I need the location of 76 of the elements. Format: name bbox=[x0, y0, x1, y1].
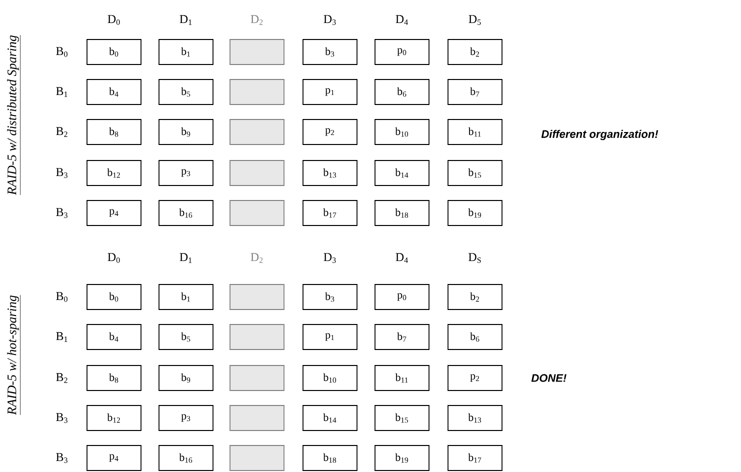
block-box: p$_{1}$ bbox=[302, 79, 358, 105]
block-box: b$_{14}$ bbox=[374, 160, 430, 186]
block-box: b$_{18}$ bbox=[374, 200, 430, 226]
block-box: b$_{16}$ bbox=[158, 445, 214, 471]
column-header: D$_{1}$ bbox=[180, 253, 192, 263]
block-box: p$_{0}$ bbox=[374, 284, 430, 310]
block-box: b$_{10}$ bbox=[374, 119, 430, 145]
column-header: D$_{5}$ bbox=[468, 15, 481, 25]
block-box: b$_{0}$ bbox=[86, 284, 142, 310]
block-box: b$_{1}$ bbox=[158, 39, 214, 65]
note: DONE! bbox=[531, 374, 566, 382]
block-box: b$_{10}$ bbox=[302, 365, 358, 391]
block-box: b$_{14}$ bbox=[302, 405, 358, 431]
block-box: b$_{9}$ bbox=[158, 119, 214, 145]
row-label: B$_{3}$ bbox=[56, 208, 68, 218]
row-label: B$_{1}$ bbox=[56, 332, 68, 342]
row-label: B$_{3}$ bbox=[56, 168, 68, 178]
block-box: b$_{8}$ bbox=[86, 119, 142, 145]
block-box: b$_{2}$ bbox=[448, 39, 502, 65]
block-box: b$_{8}$ bbox=[86, 365, 142, 391]
column-header: D$_{4}$ bbox=[396, 15, 408, 25]
block-box: b$_{2}$ bbox=[448, 284, 502, 310]
note: Different organization! bbox=[541, 130, 658, 140]
row-label: B$_{0}$ bbox=[56, 47, 68, 57]
block-box: b$_{13}$ bbox=[302, 160, 358, 186]
block-box: b$_{0}$ bbox=[86, 39, 142, 65]
column-header: D$_{S}$ bbox=[468, 253, 481, 263]
block-box: p$_{4}$ bbox=[86, 445, 142, 471]
block-box: b$_{11}$ bbox=[448, 119, 502, 145]
block-box: b$_{12}$ bbox=[86, 160, 142, 186]
block-box: p$_{3}$ bbox=[158, 405, 214, 431]
row-label: B$_{1}$ bbox=[56, 87, 68, 97]
block-box: b$_{15}$ bbox=[448, 160, 502, 186]
side-title: RAID-5 w/ hot-sparing bbox=[7, 294, 20, 416]
block-box: b$_{19}$ bbox=[448, 200, 502, 226]
column-header: D$_{4}$ bbox=[396, 253, 408, 263]
block-box: b$_{11}$ bbox=[374, 365, 430, 391]
block-box: b$_{17}$ bbox=[302, 200, 358, 226]
column-header: D$_{1}$ bbox=[180, 15, 192, 25]
block-box: b$_{3}$ bbox=[302, 284, 358, 310]
row-label: B$_{2}$ bbox=[56, 373, 68, 383]
block-box: b$_{6}$ bbox=[374, 79, 430, 105]
block-box: b$_{16}$ bbox=[158, 200, 214, 226]
row-label: B$_{2}$ bbox=[56, 127, 68, 137]
block-box: b$_{4}$ bbox=[86, 79, 142, 105]
row-label: B$_{0}$ bbox=[56, 292, 68, 302]
block-box: b$_{12}$ bbox=[86, 405, 142, 431]
block-box: p$_{2}$ bbox=[302, 119, 358, 145]
block-box: p$_{2}$ bbox=[448, 365, 502, 391]
block-box: b$_{19}$ bbox=[374, 445, 430, 471]
block-box: p$_{1}$ bbox=[302, 324, 358, 350]
block-box: p$_{3}$ bbox=[158, 160, 214, 186]
column-header: D$_{0}$ bbox=[108, 253, 120, 263]
block-box: b$_{18}$ bbox=[302, 445, 358, 471]
block-box: b$_{4}$ bbox=[86, 324, 142, 350]
row-label: B$_{3}$ bbox=[56, 453, 68, 463]
side-title: RAID-5 w/ distributed Sparing bbox=[7, 34, 20, 196]
block-box: b$_{5}$ bbox=[158, 324, 214, 350]
column-header: D$_{3}$ bbox=[324, 15, 336, 25]
column-header: D$_{0}$ bbox=[108, 15, 120, 25]
block-box: b$_{17}$ bbox=[448, 445, 502, 471]
block-box: b$_{5}$ bbox=[158, 79, 214, 105]
block-box: p$_{4}$ bbox=[86, 200, 142, 226]
row-label: B$_{3}$ bbox=[56, 413, 68, 423]
block-box: b$_{13}$ bbox=[448, 405, 502, 431]
block-box: b$_{7}$ bbox=[448, 79, 502, 105]
block-box: b$_{7}$ bbox=[374, 324, 430, 350]
column-header: D$_{2}$ bbox=[250, 253, 263, 263]
block-box: b$_{1}$ bbox=[158, 284, 214, 310]
block-box: b$_{9}$ bbox=[158, 365, 214, 391]
block-box: b$_{6}$ bbox=[448, 324, 502, 350]
column-header: D$_{2}$ bbox=[250, 15, 263, 25]
block-box: p$_{0}$ bbox=[374, 39, 430, 65]
column-header: D$_{3}$ bbox=[324, 253, 336, 263]
block-box: b$_{15}$ bbox=[374, 405, 430, 431]
block-box: b$_{3}$ bbox=[302, 39, 358, 65]
